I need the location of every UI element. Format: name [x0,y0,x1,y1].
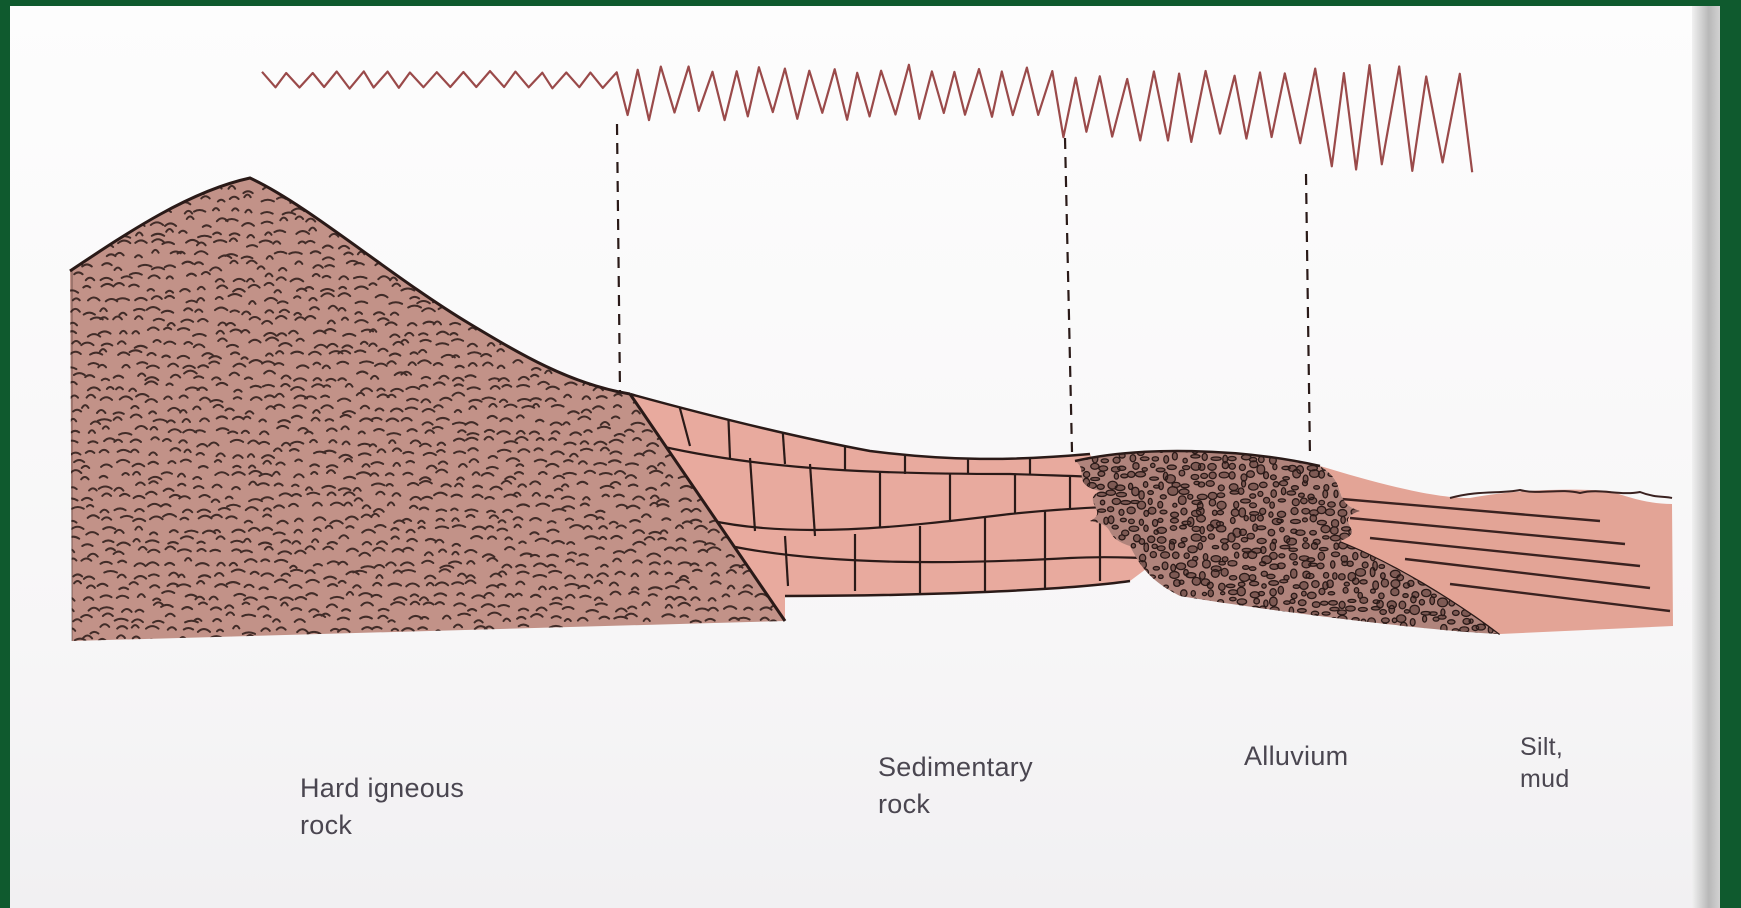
geology-cross-section-diagram [10,6,1720,908]
boundary-dashed-lines [617,124,1310,458]
boundary-sedimentary-alluvium [1065,138,1072,452]
label-silt-mud: Silt, mud [1520,731,1570,795]
seismic-trace [262,65,1472,173]
book-page: Hard igneous rock Sedimentary rock Alluv… [10,6,1720,908]
page-edge-shadow [1692,6,1720,908]
label-sedimentary-rock: Sedimentary rock [878,749,1033,823]
label-alluvium: Alluvium [1244,738,1348,775]
label-hard-igneous-rock: Hard igneous rock [300,770,464,844]
boundary-alluvium-silt [1306,174,1310,458]
boundary-igneous-sedimentary [617,124,620,392]
